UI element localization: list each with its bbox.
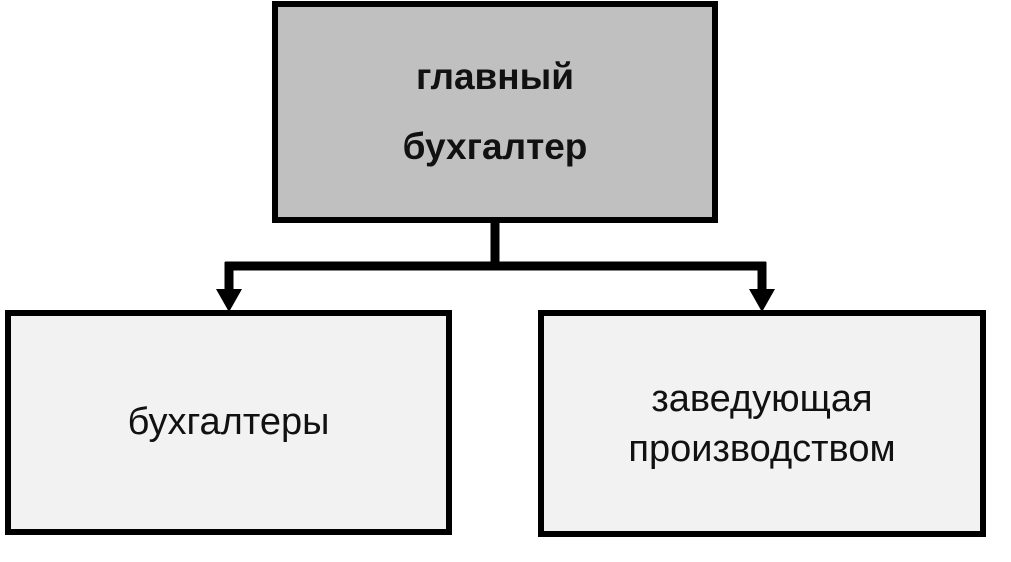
node-chief-accountant-line2: бухгалтер [402,126,588,167]
node-chief-accountant: главный бухгалтер [272,1,718,223]
node-accountants-label: бухгалтеры [127,401,330,443]
node-accountants: бухгалтеры [5,310,452,535]
node-chief-accountant-line1: главный [415,56,574,97]
arrowhead-left [216,289,242,312]
node-production-manager-line2: производством [628,427,896,470]
node-production-manager: заведующая производством [538,310,986,537]
node-production-manager-line1: заведующая [651,377,873,420]
arrowhead-right [749,289,775,312]
